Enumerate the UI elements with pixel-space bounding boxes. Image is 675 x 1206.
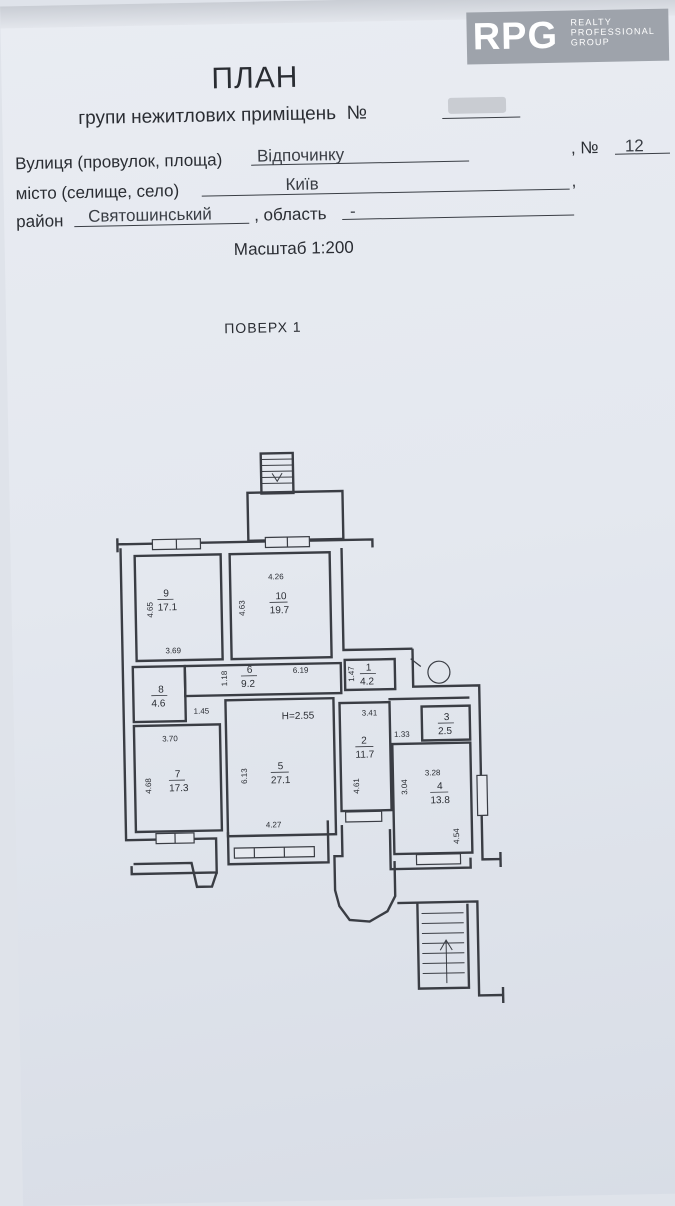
column-circle	[428, 661, 450, 683]
dim-r2-right: 1.33	[394, 730, 410, 739]
dim-r4-h: 4.54	[452, 828, 461, 844]
dim-r7-h: 4.68	[144, 778, 153, 794]
room-4-number: 4	[437, 781, 443, 792]
dim-r10-width: 4.26	[268, 572, 284, 581]
room-3-number: 3	[444, 712, 450, 723]
dim-r8-w: 1.45	[194, 707, 210, 716]
dim-r5-h: 6.13	[240, 768, 249, 784]
room-10-area: 19.7	[270, 605, 290, 616]
dim-r9-height: 4.65	[146, 602, 155, 618]
room-7-number: 7	[175, 769, 181, 780]
room-5-number: 5	[278, 761, 284, 772]
room-6-number: 6	[247, 665, 253, 676]
room-2-area: 11.7	[355, 749, 374, 760]
room-6-outline	[185, 663, 342, 696]
dim-r1-h: 1.47	[347, 666, 356, 682]
dim-r7-top: 3.70	[162, 734, 178, 743]
room-1-area: 4.2	[360, 676, 375, 687]
dim-r6-w: 6.19	[293, 666, 309, 675]
ceiling-height: H=2.55	[282, 711, 315, 723]
top-stair-steps	[261, 459, 293, 484]
room-8-number: 8	[158, 684, 164, 695]
room-2-number: 2	[361, 736, 367, 747]
vestibule-top	[247, 491, 343, 541]
room-9-area: 17.1	[158, 602, 178, 613]
dim-r6-h: 1.18	[220, 670, 229, 686]
dim-r9-width: 3.69	[165, 646, 181, 655]
room-9-number: 9	[163, 588, 169, 599]
dim-r4-top: 3.28	[425, 768, 441, 777]
room-7-area: 17.3	[169, 783, 189, 794]
room-3-area: 2.5	[438, 726, 453, 737]
room-1-number: 1	[366, 662, 372, 673]
room-10-number: 10	[275, 591, 287, 602]
dim-r2-top: 3.41	[362, 708, 378, 717]
dim-r2-h: 4.61	[352, 778, 361, 794]
room-8-area: 4.6	[151, 698, 166, 709]
room-6-area: 9.2	[241, 679, 256, 690]
windows	[150, 533, 488, 869]
bottom-stair	[422, 913, 465, 984]
dim-r4-left: 3.04	[400, 779, 409, 795]
room-4-area: 13.8	[430, 795, 450, 806]
dim-r10-height: 4.63	[237, 600, 246, 616]
dim-r5-bottom: 4.27	[266, 820, 282, 829]
room-5-area: 27.1	[271, 775, 291, 786]
